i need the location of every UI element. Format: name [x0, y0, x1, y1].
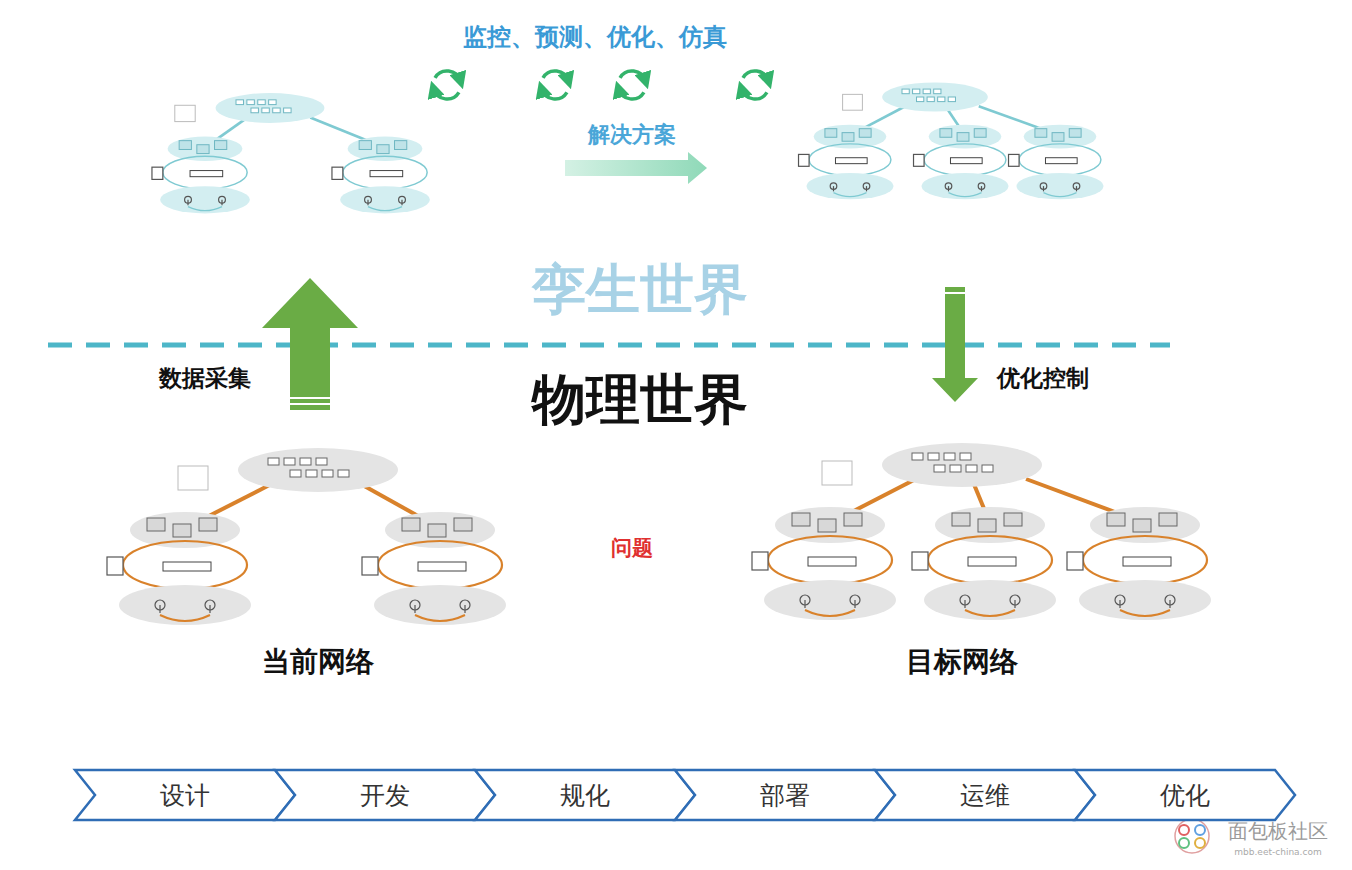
process-chevron: 运维 — [875, 770, 1095, 820]
watermark: mbb.eet-china.com — [1234, 847, 1321, 857]
process-chevron: 部署 — [675, 770, 895, 820]
cycle-icon — [542, 71, 569, 99]
arrow-label: 数据采集 — [159, 365, 251, 391]
problem-label: 问题 — [611, 536, 653, 560]
process-chevron: 设计 — [75, 770, 295, 820]
arrow-label: 优化控制 — [997, 365, 1089, 391]
world-title: 物理世界 — [532, 369, 748, 431]
world-divider — [48, 343, 1170, 348]
network-sketch — [107, 448, 506, 625]
function-heading: 监控、预测、优化、仿真 — [463, 24, 727, 52]
cycle-icon — [434, 71, 461, 99]
cycle-icon — [619, 71, 646, 99]
network-caption: 目标网络 — [906, 646, 1018, 678]
chevron-label: 规化 — [499, 779, 671, 812]
network-sketch — [152, 93, 430, 213]
chevron-label: 优化 — [1099, 779, 1271, 812]
world-title: 孪生世界 — [532, 259, 748, 321]
solution-label: 解决方案 — [588, 122, 676, 147]
chevron-label: 运维 — [899, 779, 1071, 812]
network-caption: 当前网络 — [262, 646, 374, 678]
process-chevron: 优化 — [1075, 770, 1295, 820]
process-chevron: 开发 — [275, 770, 495, 820]
solution-arrow — [565, 152, 707, 184]
control-arrow — [932, 287, 978, 402]
watermark-logo — [1175, 819, 1209, 853]
network-sketch — [752, 443, 1211, 620]
collect-arrow — [262, 278, 358, 410]
chevron-label: 部署 — [699, 779, 871, 812]
network-sketch — [799, 82, 1104, 199]
cycle-icon — [742, 71, 769, 99]
chevron-label: 设计 — [99, 779, 271, 812]
watermark: 面包板社区 — [1228, 820, 1328, 843]
chevron-label: 开发 — [299, 779, 471, 812]
process-chevron: 规化 — [475, 770, 695, 820]
